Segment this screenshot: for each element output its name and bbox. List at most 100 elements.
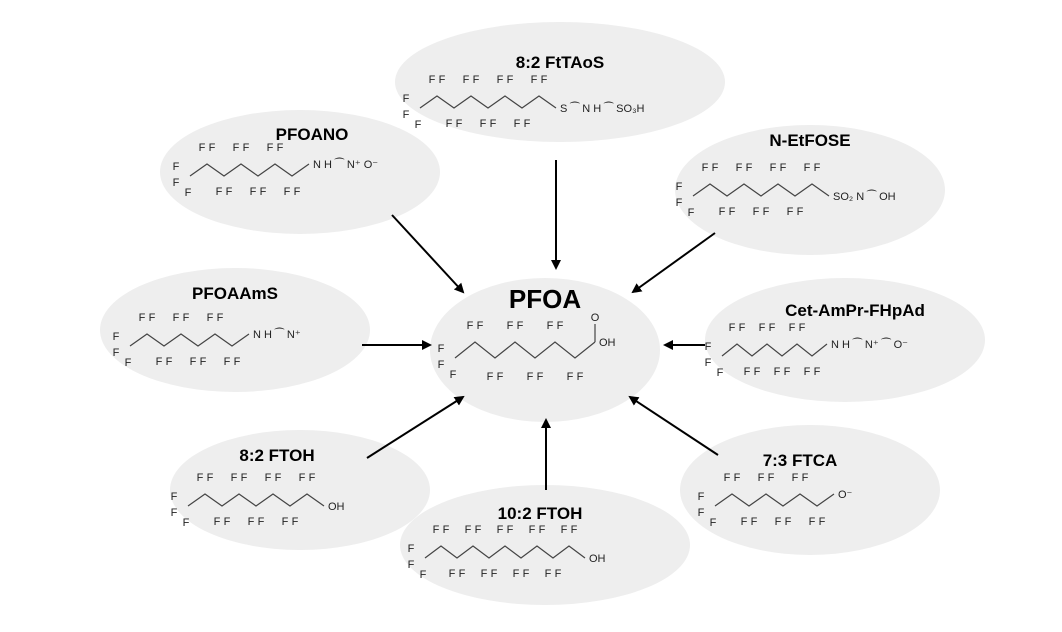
functional-group: OH [589,553,606,565]
fluorine-atom: F [804,162,811,174]
fluorine-atom: F [113,347,120,359]
fluorine-atom: F [309,472,316,484]
fluorine-atom: F [539,524,546,536]
fluorine-atom: F [438,343,445,355]
carbon-chain-bond [419,95,557,109]
fluorine-atom: F [113,331,120,343]
fluorine-atom: F [446,118,453,130]
fluorine-atom: F [477,320,484,332]
fluorine-atom: F [555,568,562,580]
fluorine-atom: F [173,161,180,173]
transformation-arrow [631,232,716,294]
fluorine-atom: F [751,516,758,528]
fluorine-atom: F [719,206,726,218]
molecule-bubble [160,110,440,234]
fluorine-atom: F [260,186,267,198]
molecule-name: PFOAAmS [192,284,278,303]
molecule-name: 8:2 FtTAoS [516,53,604,72]
fluorine-atom: F [420,569,427,581]
fluorine-atom: F [799,322,806,334]
fluorine-atom: F [744,366,751,378]
fluorine-atom: F [149,312,156,324]
fluorine-atom: F [780,162,787,174]
fluorine-atom: F [754,366,761,378]
fluorine-atom: F [125,357,132,369]
fluorine-atom: F [787,206,794,218]
fluorine-atom: F [200,356,207,368]
fluorine-atom: F [265,472,272,484]
fluorine-atom: F [797,206,804,218]
fluorine-atom: F [739,322,746,334]
carbon-chain-bond [454,341,596,359]
fluorine-atom: F [173,312,180,324]
functional-group: OH [328,501,345,513]
fluorine-atom: F [688,207,695,219]
fluorine-atom: F [523,568,530,580]
molecule-bubble [170,430,430,550]
fluorine-atom: F [802,472,809,484]
fluorine-atom: F [231,472,238,484]
fluorine-atom: F [250,186,257,198]
fluorine-atom: F [224,356,231,368]
fluorine-atom: F [190,356,197,368]
functional-group: S ⁀ N H ⁀ SO₃H [560,102,645,115]
fluorine-atom: F [408,559,415,571]
fluorine-atom: F [197,472,204,484]
fluorine-atom: F [705,357,712,369]
fluorine-atom: F [809,516,816,528]
fluorine-atom: F [217,312,224,324]
fluorine-atom: F [717,367,724,379]
transformation-arrow [391,214,465,294]
fluorine-atom: F [277,142,284,154]
fluorine-atom: F [729,206,736,218]
molecule-name: 8:2 FTOH [239,446,314,465]
fluorine-atom: F [473,74,480,86]
fluorine-atom: F [571,524,578,536]
fluorine-atom: F [514,118,521,130]
fluorine-atom: F [166,356,173,368]
fluorine-atom: F [768,472,775,484]
fluorine-atom: F [284,186,291,198]
carbon-chain-bond [187,493,325,507]
fluorine-atom: F [710,517,717,529]
fluorine-atom: F [438,359,445,371]
fluorine-atom: F [774,366,781,378]
molecule-name: PFOANO [276,125,349,144]
fluorine-atom: F [183,517,190,529]
fluorine-atom: F [439,74,446,86]
fluorine-atom: F [567,371,574,383]
molecule-bubble [395,22,725,142]
fluorine-atom: F [561,524,568,536]
molecule-bubble [675,125,945,255]
fluorine-atom: F [171,507,178,519]
fluorine-atom: F [243,142,250,154]
molecule-name: 10:2 FTOH [498,504,583,523]
fluorine-atom: F [698,507,705,519]
fluorine-atom: F [507,524,514,536]
fluorine-atom: F [676,197,683,209]
fluorine-atom: F [507,74,514,86]
fluorine-atom: F [449,568,456,580]
fluorine-atom: F [785,516,792,528]
fluorine-atom: F [734,472,741,484]
fluorine-atom: F [248,516,255,528]
fluorine-atom: F [814,162,821,174]
fluorine-atom: F [531,74,538,86]
transformation-arrow [628,395,719,456]
fluorine-atom: F [408,543,415,555]
fluorine-atom: F [183,312,190,324]
fluorine-atom: F [758,472,765,484]
fluorine-atom: F [299,472,306,484]
fluorine-atom: F [712,162,719,174]
functional-group: O⁻ [838,489,853,501]
fluorine-atom: F [226,186,233,198]
fluorine-atom: F [282,516,289,528]
fluorine-atom: F [746,162,753,174]
fluorine-atom: F [267,142,274,154]
